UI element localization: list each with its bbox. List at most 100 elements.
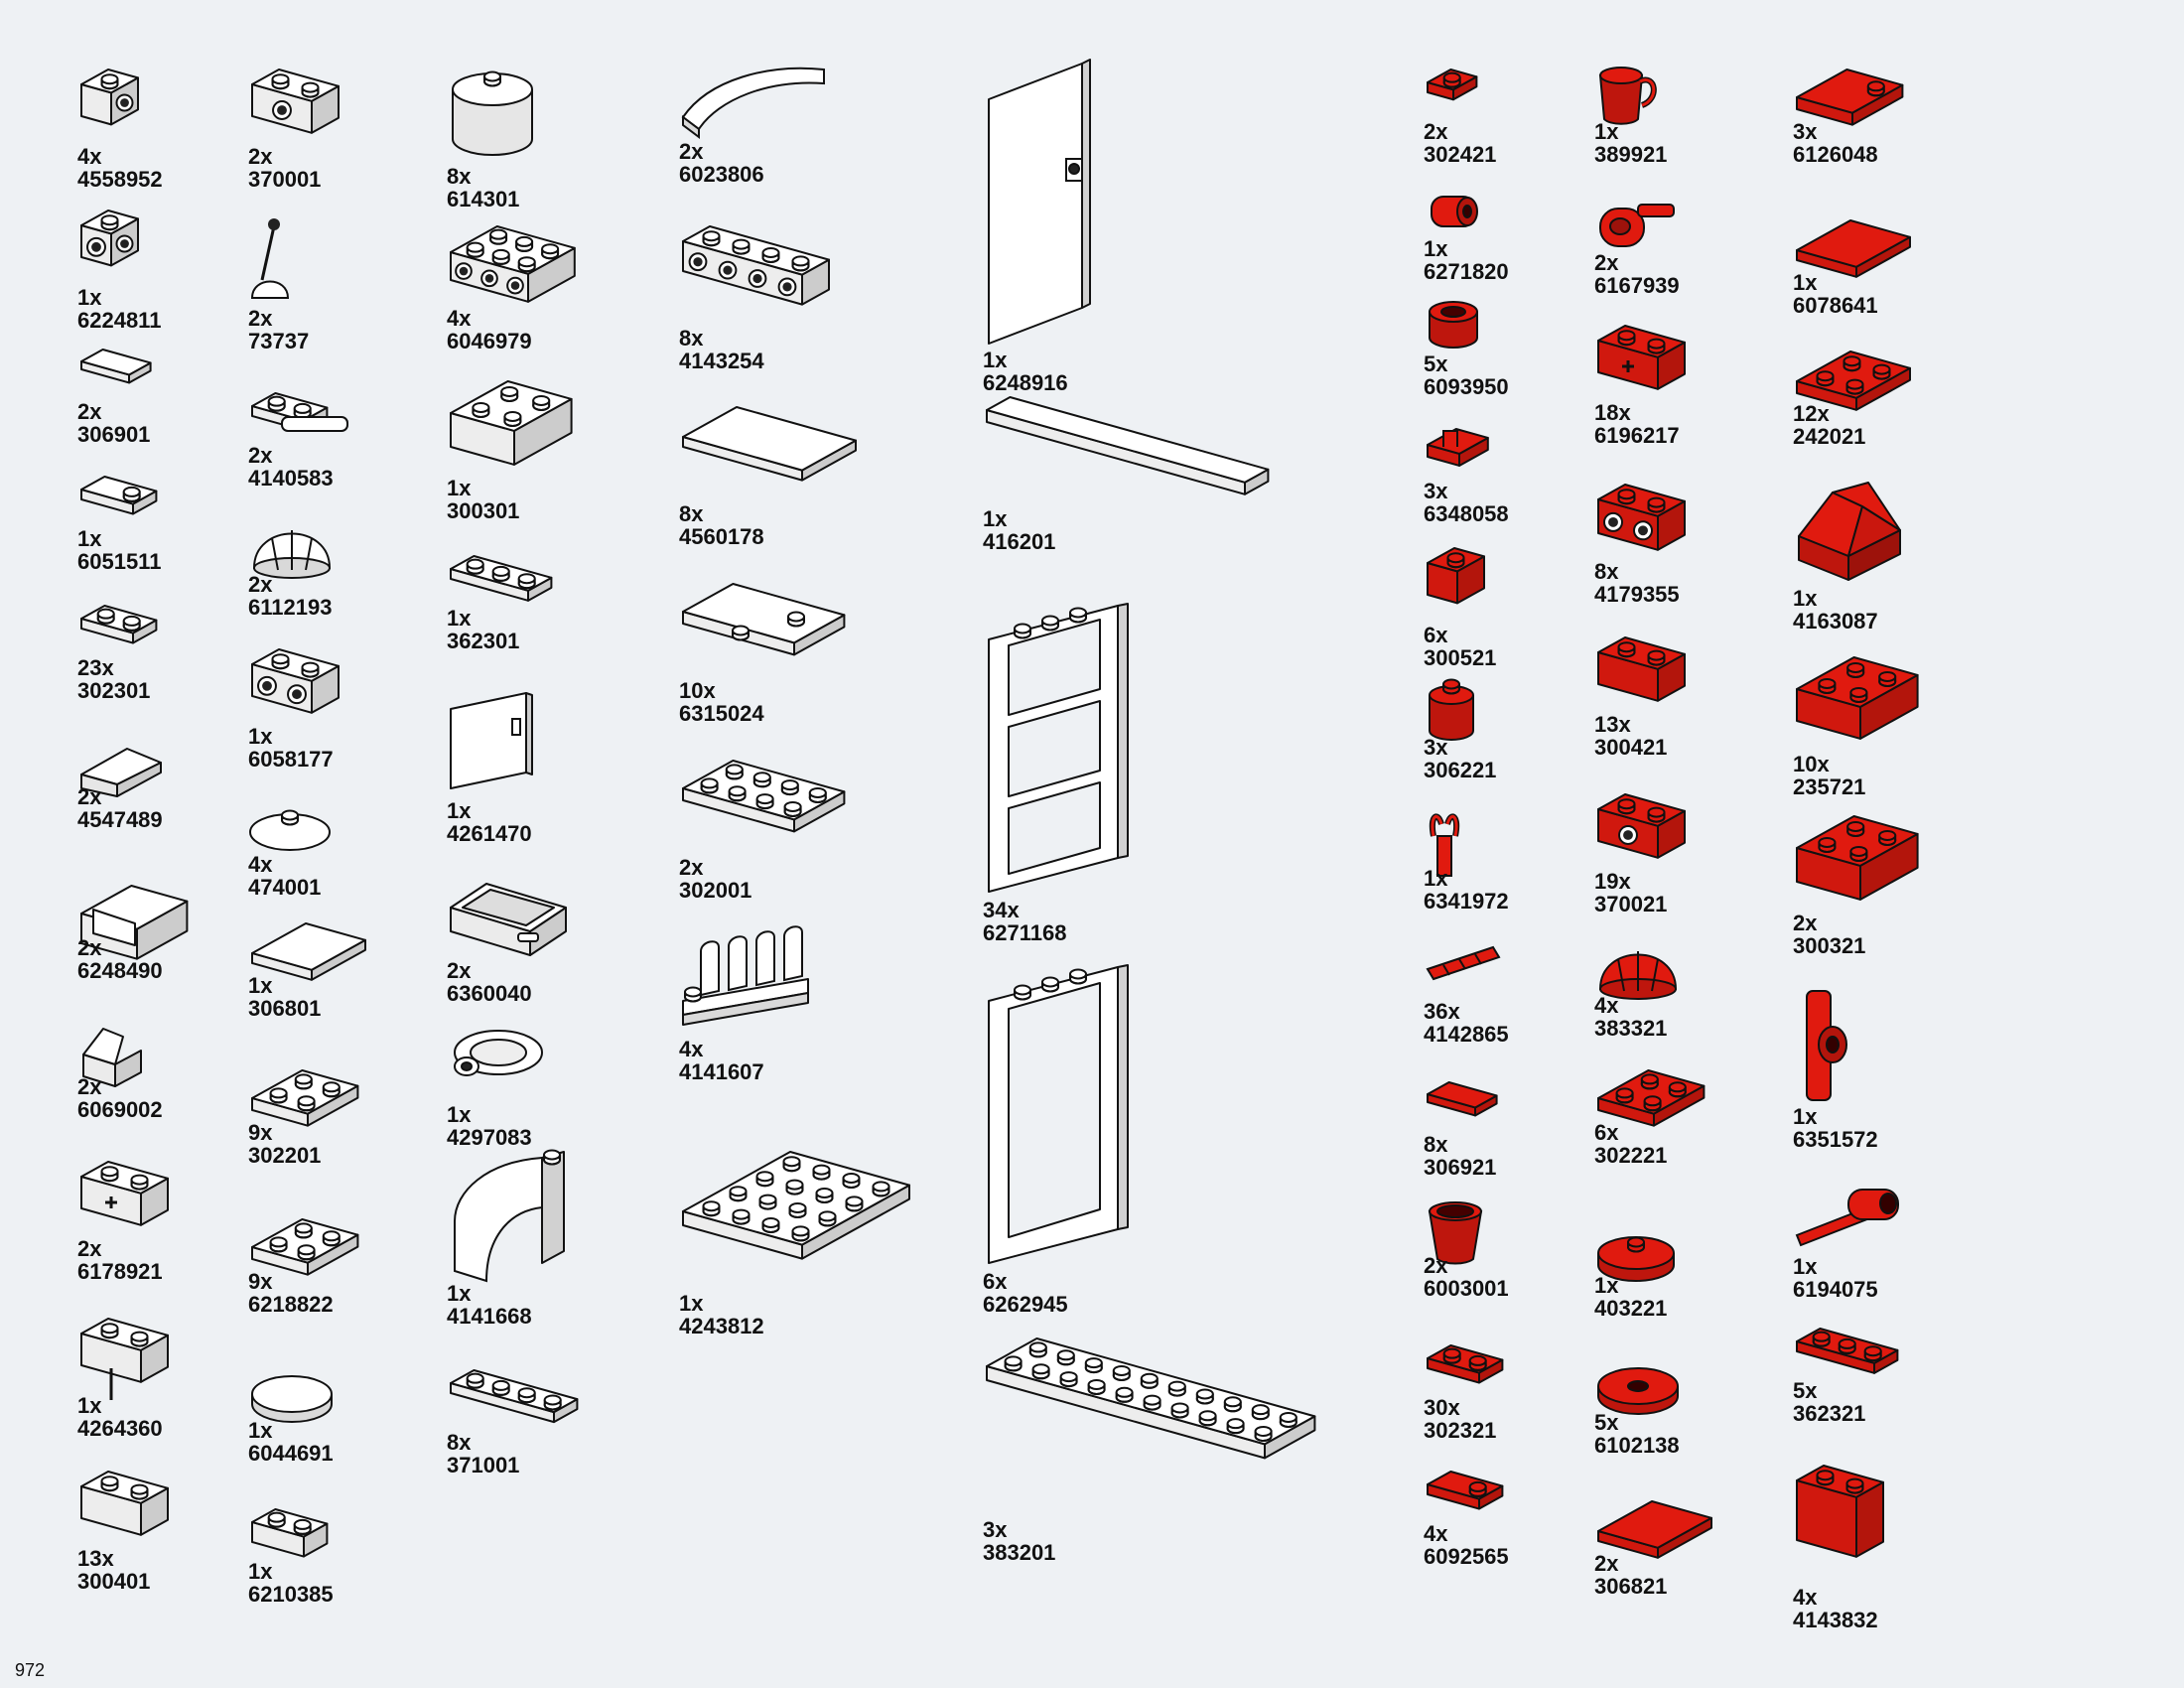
part-element-id: 4558952 xyxy=(77,167,163,192)
part-fence-image xyxy=(682,925,809,1026)
part-quantity: 34x xyxy=(983,898,1020,922)
part-quantity: 8x xyxy=(447,164,472,189)
part-quantity: 2x xyxy=(248,144,273,169)
part-quantity: 1x xyxy=(447,606,472,631)
part-plate-1x1-image xyxy=(1427,69,1478,101)
part-plate-corner-image xyxy=(1796,351,1911,411)
part-bar-clip-image xyxy=(1430,813,1459,877)
part-quantity: 2x xyxy=(447,958,472,983)
part-element-id: 6093950 xyxy=(1424,374,1509,399)
part-ring-image xyxy=(454,1030,543,1076)
part-element-id: 4143832 xyxy=(1793,1608,1878,1632)
part-element-id: 6271168 xyxy=(983,920,1067,945)
part-element-id: 306821 xyxy=(1594,1574,1668,1599)
part-element-id: 306921 xyxy=(1424,1155,1497,1180)
part-element-id: 73737 xyxy=(248,329,310,353)
part-brick-1x2-image xyxy=(1597,636,1686,702)
part-plate-1x2-image xyxy=(80,605,158,644)
part-element-id: 302301 xyxy=(77,678,151,703)
part-quantity: 13x xyxy=(77,1546,114,1571)
part-quantity: 1x xyxy=(447,1281,472,1306)
part-plate-4x4-image xyxy=(682,1151,910,1260)
part-quantity: 6x xyxy=(1424,623,1448,647)
part-quantity: 2x xyxy=(77,784,102,809)
part-quantity: 1x xyxy=(1793,1254,1818,1279)
part-quantity: 6x xyxy=(983,1269,1008,1294)
part-axle-arm-image xyxy=(1795,1189,1899,1247)
part-plate-2x10-image xyxy=(986,1337,1316,1460)
part-brick-1x2-two-holes-image xyxy=(1597,484,1686,551)
part-slope-tile-image xyxy=(80,748,162,797)
part-quantity: 10x xyxy=(679,678,716,703)
part-quantity: 5x xyxy=(1594,1410,1619,1435)
part-element-id: 370001 xyxy=(248,167,322,192)
part-element-id: 6194075 xyxy=(1793,1277,1878,1302)
part-quantity: 1x xyxy=(1793,270,1818,295)
part-element-id: 6341972 xyxy=(1424,889,1509,914)
part-element-id: 302321 xyxy=(1424,1418,1497,1443)
part-tile-2x4-image xyxy=(682,406,857,482)
part-element-id: 4264360 xyxy=(77,1416,163,1441)
part-pot-image xyxy=(1428,1201,1483,1265)
part-quantity: 13x xyxy=(1594,712,1631,737)
part-brick-1x2-axle-image xyxy=(1597,325,1686,390)
part-quantity: 1x xyxy=(248,724,273,749)
part-quantity: 2x xyxy=(77,1236,102,1261)
part-element-id: 4143254 xyxy=(679,349,764,373)
part-quantity: 1x xyxy=(679,1291,704,1316)
part-element-id: 389921 xyxy=(1594,142,1668,167)
part-element-id: 6218822 xyxy=(248,1292,334,1317)
part-element-id: 6058177 xyxy=(248,747,334,772)
part-quantity: 10x xyxy=(1793,752,1830,776)
part-plate-bar-image xyxy=(251,392,348,432)
part-element-id: 362301 xyxy=(447,629,520,653)
part-plate-2x2-image xyxy=(251,1069,359,1127)
part-axle-connector-image xyxy=(1806,990,1847,1101)
part-element-id: 383201 xyxy=(983,1540,1056,1565)
part-quantity: 8x xyxy=(447,1430,472,1455)
part-plate-2x2-image xyxy=(1597,1069,1706,1127)
part-quantity: 2x xyxy=(1424,1253,1448,1278)
part-quantity: 1x xyxy=(77,1393,102,1418)
part-quantity: 18x xyxy=(1594,400,1631,425)
part-quantity: 4x xyxy=(77,144,102,169)
part-quantity: 1x xyxy=(1424,236,1448,261)
part-element-id: 6092565 xyxy=(1424,1544,1509,1569)
part-element-id: 383321 xyxy=(1594,1016,1668,1041)
part-brick-1x1-hole-side-image xyxy=(80,69,139,126)
part-brick-1x2x2-image xyxy=(1796,1465,1884,1558)
part-quantity: 1x xyxy=(1594,1273,1619,1298)
part-quantity: 1x xyxy=(248,1559,273,1584)
part-quantity: 23x xyxy=(77,655,114,680)
part-quantity: 2x xyxy=(1594,250,1619,275)
part-quantity: 4x xyxy=(679,1037,704,1061)
part-plate-1x2-image xyxy=(1427,1344,1504,1384)
part-slope-small-image xyxy=(82,1028,142,1087)
part-quantity: 4x xyxy=(1793,1585,1818,1610)
part-element-id: 4140583 xyxy=(248,466,334,491)
part-quantity: 8x xyxy=(679,326,704,351)
part-quantity: 1x xyxy=(77,285,102,310)
part-slope-pyramid-image xyxy=(1798,482,1901,581)
